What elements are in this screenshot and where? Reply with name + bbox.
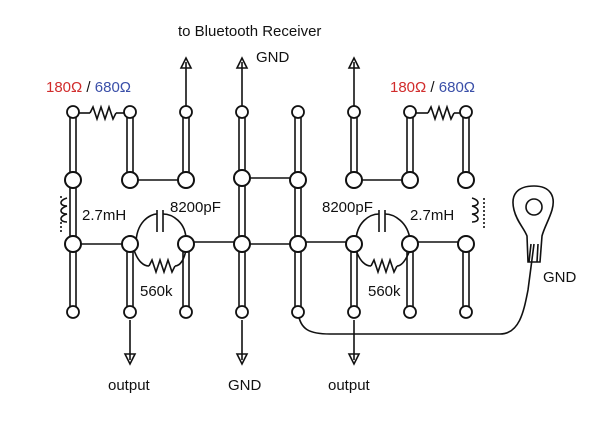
node-r4-c5: [291, 305, 305, 319]
node-r2-c2: [121, 171, 139, 189]
node-r4-c2: [123, 305, 137, 319]
label-left-capacitor: 8200pF: [170, 199, 221, 216]
label-right-180-ohm: 180Ω: [390, 79, 426, 96]
post-column-8: [462, 115, 470, 312]
ground-return-wire: [297, 243, 535, 335]
node-r1-c8: [459, 105, 473, 119]
bottom-arrow-right-output: [347, 320, 361, 366]
post-column-4: [238, 115, 246, 312]
solder-nodes: [64, 105, 475, 319]
node-r3-c3: [177, 235, 195, 253]
right-560k-resistor: [355, 249, 411, 275]
node-r2-c5: [289, 171, 307, 189]
left-560k-resistor: [133, 249, 187, 275]
node-r2-c4: [233, 169, 251, 187]
left-top-resistor: [78, 104, 126, 122]
bottom-arrow-gnd: [235, 320, 249, 366]
label-right-capacitor: 8200pF: [322, 199, 373, 216]
node-r1-c4: [235, 105, 249, 119]
label-left-resistor-value: 180Ω / 680Ω: [46, 79, 131, 96]
node-r1-c3: [179, 105, 193, 119]
top-arrow-right: [347, 56, 361, 110]
label-right-separator: /: [426, 79, 439, 96]
post-column-5: [294, 115, 302, 312]
post-column-3: [182, 115, 190, 312]
post-column-2: [126, 115, 134, 312]
node-r1-c6: [347, 105, 361, 119]
node-r1-c1: [66, 105, 80, 119]
ground-solder-lug: [512, 185, 554, 263]
left-inductor: [60, 196, 68, 232]
node-r3-c7: [401, 235, 419, 253]
node-r4-c7: [403, 305, 417, 319]
node-r4-c3: [179, 305, 193, 319]
label-lug-gnd: GND: [543, 269, 577, 286]
node-r3-c4: [233, 235, 251, 253]
node-r3-c6: [345, 235, 363, 253]
node-r3-c8: [457, 235, 475, 253]
node-r2-c1: [64, 171, 82, 189]
node-r3-c2: [121, 235, 139, 253]
label-to-bluetooth-receiver: to Bluetooth Receiver: [178, 23, 321, 40]
node-r4-c4: [235, 305, 249, 319]
label-left-180-ohm: 180Ω: [46, 79, 82, 96]
node-r1-c2: [123, 105, 137, 119]
top-arrow-left: [179, 56, 193, 110]
node-r2-c7: [401, 171, 419, 189]
label-left-separator: /: [82, 79, 95, 96]
node-r3-c1: [64, 235, 82, 253]
post-column-1: [69, 115, 77, 312]
label-right-resistor-value: 180Ω / 680Ω: [390, 79, 475, 96]
node-r2-c8: [457, 171, 475, 189]
label-left-680-ohm: 680Ω: [95, 79, 131, 96]
right-top-resistor: [416, 104, 462, 122]
label-left-560k: 560k: [140, 283, 173, 300]
label-bottom-gnd: GND: [228, 377, 262, 394]
label-right-inductor: 2.7mH: [410, 207, 454, 224]
node-r4-c1: [66, 305, 80, 319]
node-r1-c5: [291, 105, 305, 119]
label-right-680-ohm: 680Ω: [439, 79, 475, 96]
node-r1-c7: [403, 105, 417, 119]
bottom-arrow-left-output: [123, 320, 137, 366]
node-r2-c6: [345, 171, 363, 189]
label-right-output: output: [328, 377, 371, 394]
node-r4-c6: [347, 305, 361, 319]
label-left-inductor: 2.7mH: [82, 207, 126, 224]
label-right-560k: 560k: [368, 283, 401, 300]
node-r2-c3: [177, 171, 195, 189]
label-top-gnd: GND: [256, 49, 290, 66]
post-column-6: [350, 115, 358, 312]
right-inductor: [471, 197, 485, 230]
top-arrow-gnd: [235, 56, 249, 110]
node-r4-c8: [459, 305, 473, 319]
node-r3-c5: [289, 235, 307, 253]
label-left-output: output: [108, 377, 151, 394]
